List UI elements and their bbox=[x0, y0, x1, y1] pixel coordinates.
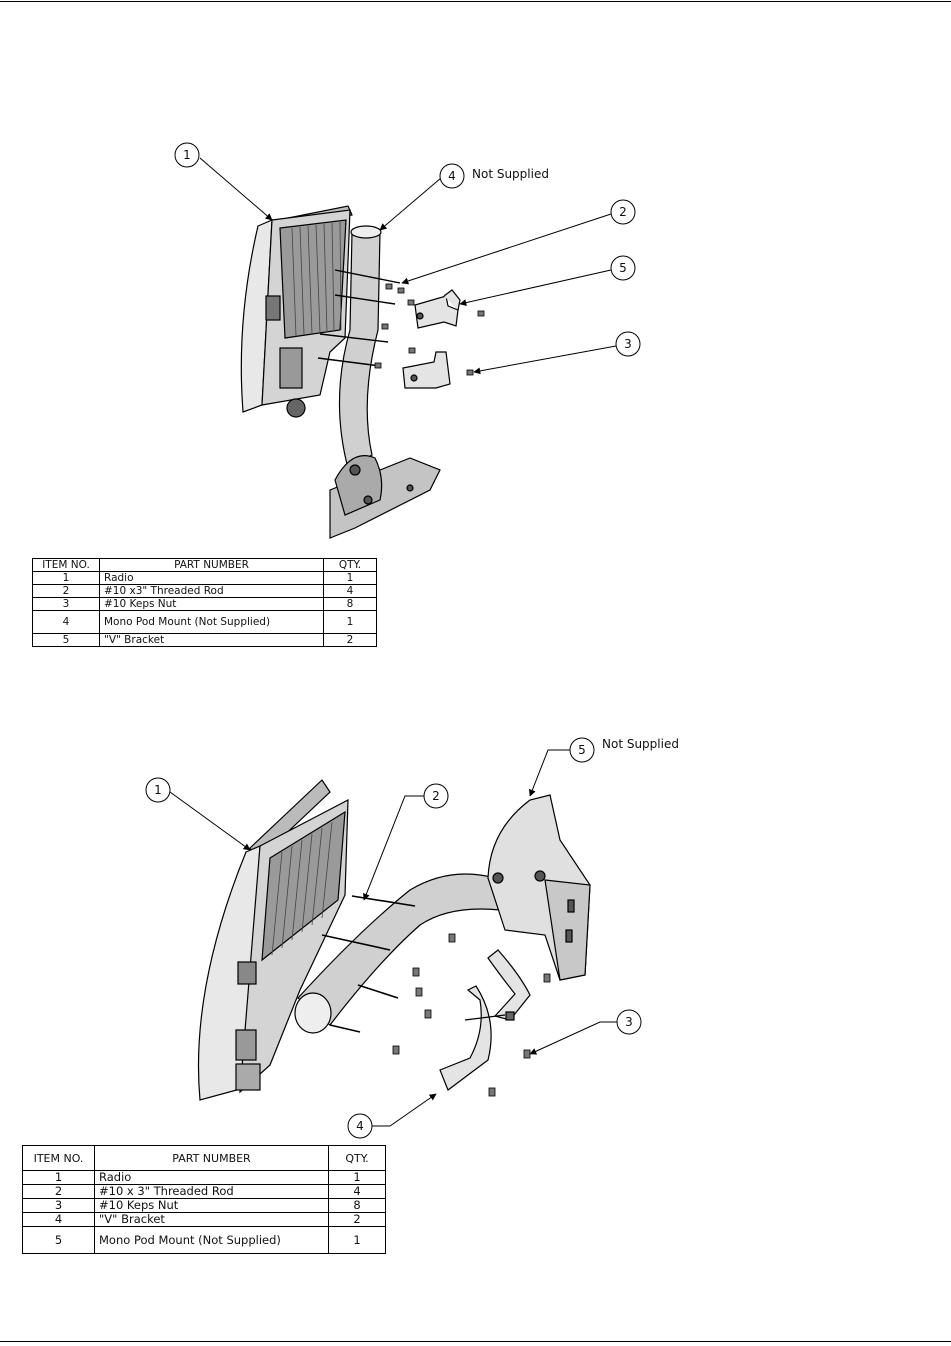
bom-qty: 1 bbox=[328, 1226, 386, 1254]
page-bottom-rule bbox=[0, 1341, 951, 1342]
bom-part-number: Mono Pod Mount (Not Supplied) bbox=[94, 1226, 329, 1254]
figure2-callout-5-label: 5 bbox=[578, 743, 586, 757]
table-row: 3 #10 Keps Nut 8 bbox=[32, 597, 377, 611]
figure2-callout-1-label: 1 bbox=[154, 783, 162, 797]
bom-item-no: 2 bbox=[32, 584, 100, 598]
bom-header-item-no: ITEM NO. bbox=[32, 558, 100, 572]
bom-part-number: Mono Pod Mount (Not Supplied) bbox=[99, 610, 324, 634]
bom-item-no: 5 bbox=[22, 1226, 95, 1254]
figure2-callout-3: 3 bbox=[529, 1009, 642, 1055]
figure1-callout-1-label: 1 bbox=[183, 148, 191, 162]
figure1-radio bbox=[240, 205, 353, 418]
bom-qty: 4 bbox=[323, 584, 377, 598]
table-row: 1 Radio 1 bbox=[32, 571, 377, 585]
bom-item-no: 1 bbox=[32, 571, 100, 585]
bom-part-number: "V" Bracket bbox=[94, 1212, 329, 1227]
figure1-callout-4: 4 Not Supplied bbox=[379, 163, 549, 231]
figure1-callout-3: 3 bbox=[473, 331, 641, 375]
figure1-callout-2: 2 bbox=[401, 199, 636, 285]
figure2-bom-table: ITEM NO. PART NUMBER QTY. 1 Radio 1 2 #1… bbox=[22, 1145, 386, 1254]
bom-qty: 4 bbox=[328, 1184, 386, 1199]
bom-part-number: #10 Keps Nut bbox=[94, 1198, 329, 1213]
figure1-threaded-rods bbox=[317, 269, 401, 367]
bom-header-part-number: PART NUMBER bbox=[99, 558, 324, 572]
figure1-bom-header-row: ITEM NO. PART NUMBER QTY. bbox=[32, 558, 377, 572]
table-row: 3 #10 Keps Nut 8 bbox=[22, 1198, 386, 1213]
figure1-mono-pod bbox=[329, 225, 441, 539]
figure2-callout-2-label: 2 bbox=[432, 789, 440, 803]
bom-part-number: #10 Keps Nut bbox=[99, 597, 324, 611]
table-row: 5 Mono Pod Mount (Not Supplied) 1 bbox=[22, 1226, 386, 1254]
table-row: 5 "V" Bracket 2 bbox=[32, 633, 377, 647]
figure1-v-brackets bbox=[402, 289, 461, 389]
figure2-not-supplied-note: Not Supplied bbox=[602, 737, 679, 751]
figure2-callout-4-label: 4 bbox=[356, 1119, 364, 1133]
bom-header-item-no: ITEM NO. bbox=[22, 1145, 95, 1171]
bom-part-number: #10 x3" Threaded Rod bbox=[99, 584, 324, 598]
bom-qty: 1 bbox=[328, 1170, 386, 1185]
bom-qty: 2 bbox=[323, 633, 377, 647]
figure2-callout-1: 1 bbox=[145, 777, 251, 851]
bom-item-no: 2 bbox=[22, 1184, 95, 1199]
figure1-not-supplied-note: Not Supplied bbox=[472, 167, 549, 181]
table-row: 4 Mono Pod Mount (Not Supplied) 1 bbox=[32, 610, 377, 634]
figure2-callout-2: 2 bbox=[363, 783, 449, 901]
bom-part-number: Radio bbox=[99, 571, 324, 585]
figure2-radio bbox=[197, 779, 349, 1101]
figure1-callout-3-label: 3 bbox=[624, 337, 632, 351]
figure1-callout-4-label: 4 bbox=[448, 169, 456, 183]
figure1-callout-5-label: 5 bbox=[619, 261, 627, 275]
figure2-threaded-rods bbox=[321, 895, 416, 1033]
figure2-v-brackets bbox=[439, 949, 531, 1091]
figure2-callout-3-label: 3 bbox=[625, 1015, 633, 1029]
figure2-callouts: 1 2 5 Not Supplied 3 4 bbox=[145, 737, 679, 1139]
bom-header-qty: QTY. bbox=[328, 1145, 386, 1171]
bom-header-qty: QTY. bbox=[323, 558, 377, 572]
bom-part-number: Radio bbox=[94, 1170, 329, 1185]
bom-item-no: 5 bbox=[32, 633, 100, 647]
figure1-callouts: 1 4 Not Supplied 2 5 3 bbox=[174, 142, 641, 375]
figure2-callout-5: 5 Not Supplied bbox=[529, 737, 679, 797]
figure1-drawing bbox=[240, 205, 485, 539]
bom-item-no: 4 bbox=[32, 610, 100, 634]
figure2-bom-header-row: ITEM NO. PART NUMBER QTY. bbox=[22, 1145, 386, 1171]
table-row: 2 #10 x 3" Threaded Rod 4 bbox=[22, 1184, 386, 1199]
page-top-rule bbox=[0, 1, 951, 2]
bom-qty: 8 bbox=[323, 597, 377, 611]
bom-qty: 1 bbox=[323, 571, 377, 585]
figure2-mono-pod bbox=[294, 794, 591, 1034]
figure1-bom-table: ITEM NO. PART NUMBER QTY. 1 Radio 1 2 #1… bbox=[32, 558, 377, 647]
bom-item-no: 4 bbox=[22, 1212, 95, 1227]
figure1-callout-5: 5 bbox=[459, 255, 636, 307]
figure1-callout-1: 1 bbox=[174, 142, 273, 221]
figure1-nuts bbox=[374, 283, 485, 376]
figure2-drawing bbox=[197, 779, 591, 1101]
bom-header-part-number: PART NUMBER bbox=[94, 1145, 329, 1171]
bom-qty: 2 bbox=[328, 1212, 386, 1227]
bom-part-number: "V" Bracket bbox=[99, 633, 324, 647]
bom-item-no: 1 bbox=[22, 1170, 95, 1185]
bom-qty: 1 bbox=[323, 610, 377, 634]
table-row: 4 "V" Bracket 2 bbox=[22, 1212, 386, 1227]
bom-item-no: 3 bbox=[22, 1198, 95, 1213]
bom-qty: 8 bbox=[328, 1198, 386, 1213]
figure1-callout-2-label: 2 bbox=[619, 205, 627, 219]
table-row: 1 Radio 1 bbox=[22, 1170, 386, 1185]
bom-part-number: #10 x 3" Threaded Rod bbox=[94, 1184, 329, 1199]
bom-item-no: 3 bbox=[32, 597, 100, 611]
table-row: 2 #10 x3" Threaded Rod 4 bbox=[32, 584, 377, 598]
figure2-callout-4: 4 bbox=[347, 1093, 437, 1139]
